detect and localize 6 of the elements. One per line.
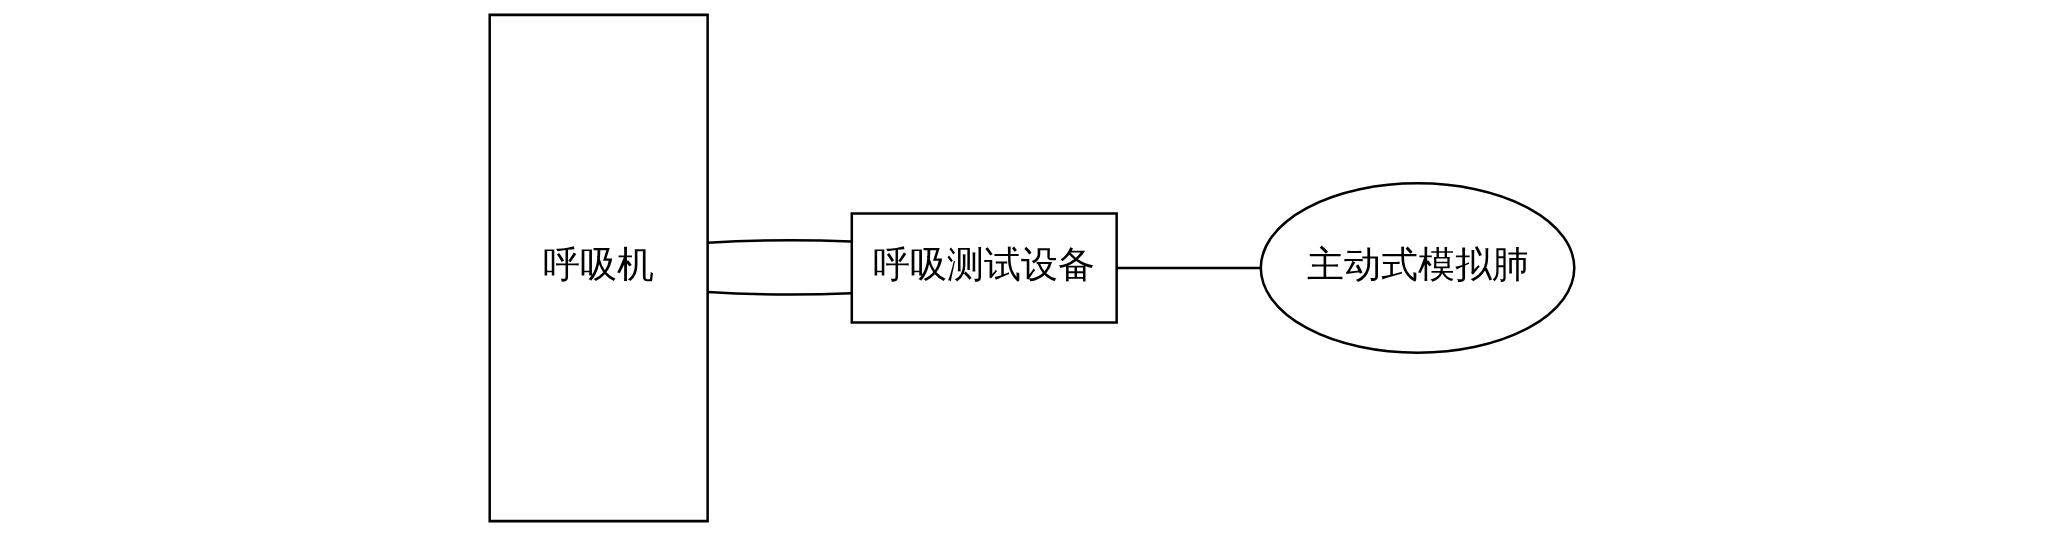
connector xyxy=(707,290,852,296)
node-box: 呼吸测试设备 xyxy=(850,212,1118,324)
connector xyxy=(1116,266,1261,270)
node-box: 呼吸机 xyxy=(488,13,709,523)
node-ellipse: 主动式模拟肺 xyxy=(1259,182,1576,354)
connector xyxy=(707,239,852,245)
